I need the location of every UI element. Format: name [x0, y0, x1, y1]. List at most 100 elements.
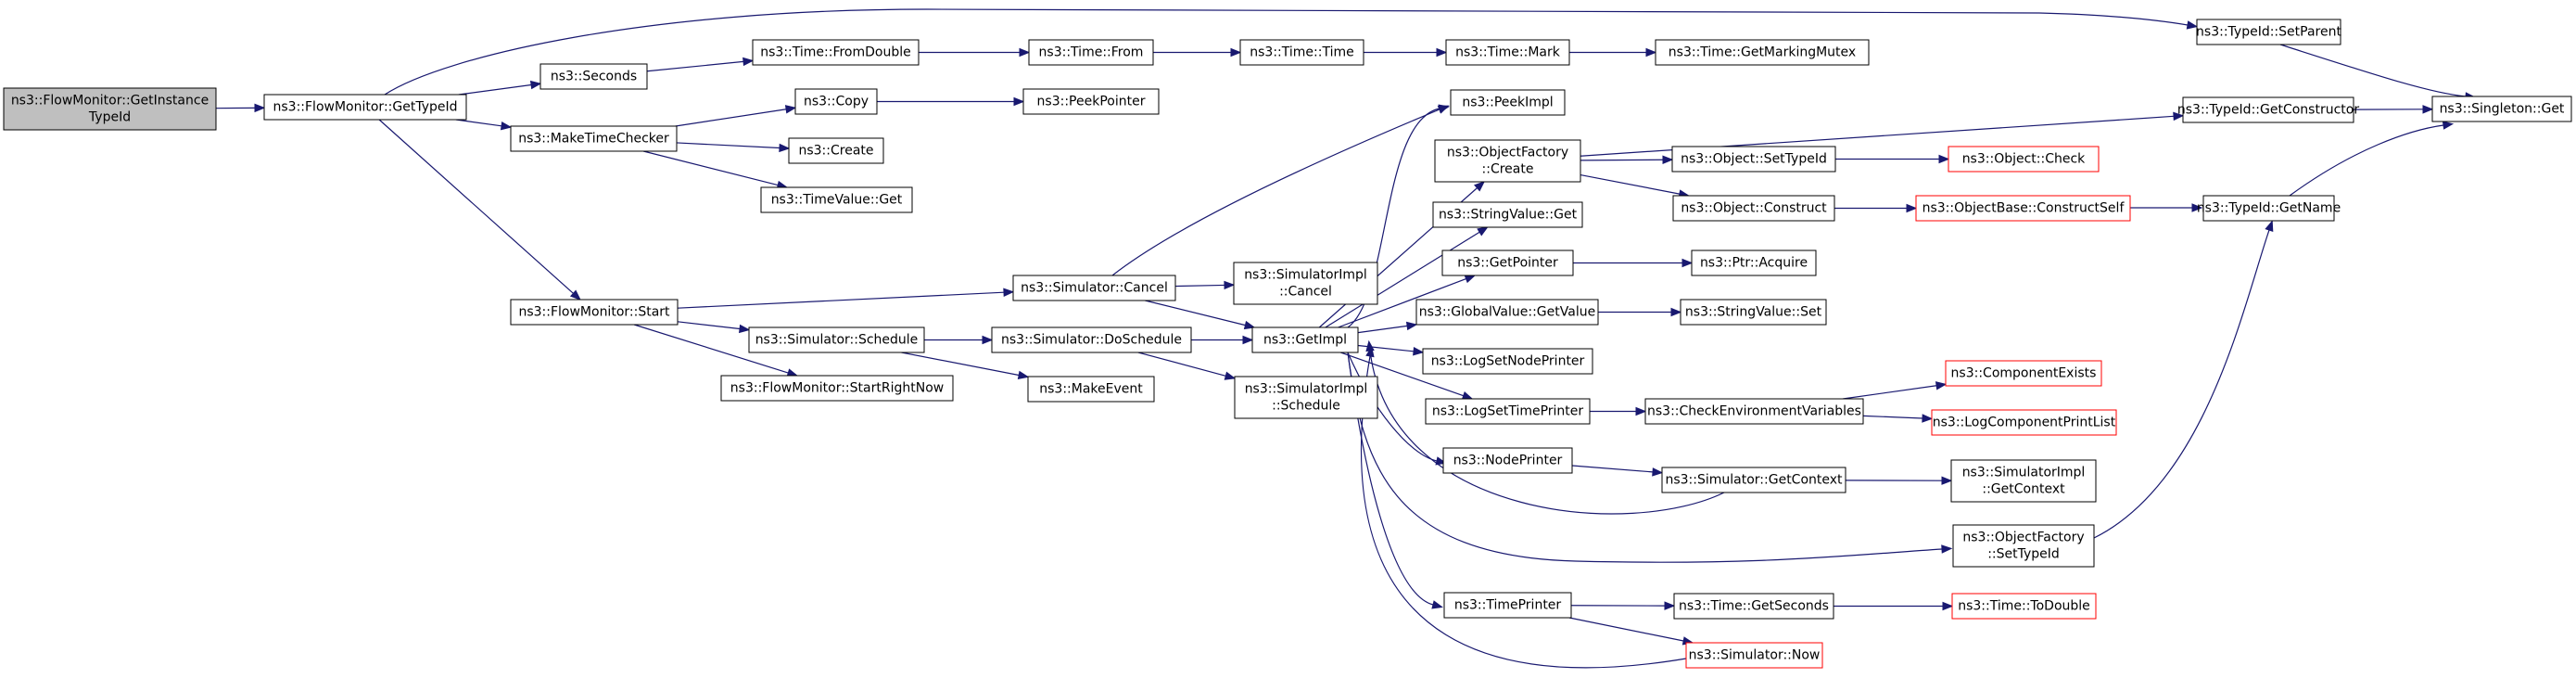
node-label: ns3::CheckEnvironmentVariables [1647, 404, 1861, 419]
node-gettypeid[interactable]: ns3::FlowMonitor::GetTypeId [263, 94, 467, 121]
node-mutex[interactable]: ns3::Time::GetMarkingMutex [1655, 39, 1870, 66]
node-checkenv[interactable]: ns3::CheckEnvironmentVariables [1644, 398, 1864, 425]
node-label: ns3::Object::SetTypeId [1681, 152, 1827, 167]
node-getimpl[interactable]: ns3::GetImpl [1251, 326, 1359, 353]
node-startrightnow[interactable]: ns3::FlowMonitor::StartRightNow [720, 375, 954, 402]
call-edge [901, 352, 1030, 380]
node-logcompprint[interactable]: ns3::LogComponentPrintList [1931, 409, 2117, 436]
node-ofsettypeid[interactable]: ns3::ObjectFactory::SetTypeId [1952, 524, 2095, 568]
node-label: ns3::FlowMonitor::GetTypeId [273, 100, 458, 115]
node-box [1950, 459, 2097, 503]
call-edge [1570, 601, 1676, 610]
node-acquire[interactable]: ns3::Ptr::Acquire [1691, 250, 1817, 276]
node-getpointer[interactable]: ns3::GetPointer [1441, 250, 1574, 276]
node-box [1012, 275, 1176, 301]
node-label: ns3::ComponentExists [1951, 366, 2097, 381]
node-getctor[interactable]: ns3::TypeId::GetConstructor [2177, 96, 2359, 123]
node-box [1441, 250, 1574, 276]
node-simschedule[interactable]: ns3::Simulator::Schedule [748, 326, 925, 353]
node-label: ns3::GetImpl [1263, 333, 1347, 348]
node-svset[interactable]: ns3::StringValue::Set [1680, 299, 1827, 326]
call-edge [1573, 258, 1694, 268]
node-getname[interactable]: ns3::TypeId::GetName [2197, 195, 2341, 222]
node-logsetnode[interactable]: ns3::LogSetNodePrinter [1422, 348, 1593, 375]
node-seconds[interactable]: ns3::Seconds [539, 63, 648, 90]
node-label: ns3::TimePrinter [1454, 598, 1562, 613]
node-box [1233, 262, 1378, 305]
node-logsettime[interactable]: ns3::LogSetTimePrinter [1425, 398, 1591, 425]
node-label: ns3::Time::GetMarkingMutex [1669, 45, 1856, 60]
node-objcheck[interactable]: ns3::Object::Check [1948, 146, 2100, 173]
node-box [1661, 467, 1846, 493]
node-label: ns3::Copy [804, 95, 869, 109]
node-box [510, 299, 679, 326]
node-box [1948, 146, 2100, 173]
node-getseconds[interactable]: ns3::Time::GetSeconds [1673, 593, 1834, 620]
node-label: ns3::Time::From [1039, 45, 1144, 60]
node-label: ns3::Simulator::GetContext [1665, 473, 1843, 488]
call-edge [1843, 381, 1948, 400]
node-label: ns3::Simulator::Cancel [1021, 281, 1168, 296]
node-simimplschedule[interactable]: ns3::SimulatorImpl::Schedule [1234, 376, 1378, 419]
node-from[interactable]: ns3::Time::From [1028, 39, 1154, 66]
node-simcancel[interactable]: ns3::Simulator::Cancel [1012, 275, 1176, 301]
node-create[interactable]: ns3::Create [788, 137, 884, 164]
call-edge [877, 96, 1025, 107]
node-box [1951, 593, 2097, 620]
node-tvget[interactable]: ns3::TimeValue::Get [760, 186, 913, 213]
node-start[interactable]: ns3::FlowMonitor::Start [510, 299, 679, 326]
node-box [748, 326, 925, 353]
node-nodeprinter[interactable]: ns3::NodePrinter [1442, 447, 1573, 474]
node-doschedule[interactable]: ns3::Simulator::DoSchedule [991, 326, 1192, 353]
node-copy[interactable]: ns3::Copy [794, 88, 878, 115]
node-peekimpl[interactable]: ns3::PeekImpl [1450, 89, 1566, 116]
call-edge [1569, 47, 1657, 58]
call-edge [1580, 155, 1674, 164]
call-edge [2289, 121, 2455, 197]
call-edge [646, 57, 755, 72]
node-objsettypeid[interactable]: ns3::Object::SetTypeId [1671, 146, 1836, 173]
node-constructself[interactable]: ns3::ObjectBase::ConstructSelf [1915, 195, 2131, 222]
node-label: ::GetContext [1982, 482, 2065, 497]
node-singleton[interactable]: ns3::Singleton::Get [2431, 96, 2572, 122]
call-edge [675, 105, 797, 127]
node-label: ns3::Time::Mark [1455, 45, 1561, 60]
node-simgetcontext[interactable]: ns3::Simulator::GetContext [1661, 467, 1846, 493]
node-label: ::Create [1482, 162, 1534, 177]
node-gvgetvalue[interactable]: ns3::GlobalValue::GetValue [1415, 299, 1599, 326]
node-label: ns3::TypeId::SetParent [2196, 25, 2341, 40]
node-box [1915, 195, 2131, 222]
call-edge [1834, 203, 1918, 213]
node-stringvalueget[interactable]: ns3::StringValue::Get [1432, 201, 1583, 228]
node-box [1415, 299, 1599, 326]
node-box [1239, 39, 1364, 66]
node-label: ns3::StringValue::Set [1685, 305, 1822, 320]
node-label: ns3::Simulator::DoSchedule [1001, 333, 1182, 348]
node-box [510, 125, 678, 152]
node-label: ns3::Singleton::Get [2440, 102, 2565, 117]
node-makeevent[interactable]: ns3::MakeEvent [1027, 376, 1155, 403]
call-edge [642, 150, 789, 190]
node-simimplcancel[interactable]: ns3::SimulatorImpl::Cancel [1233, 262, 1378, 305]
node-label: ns3::Create [798, 144, 873, 159]
node-label: ns3::FlowMonitor::Start [518, 305, 670, 320]
node-box [2182, 96, 2354, 123]
node-fromdouble[interactable]: ns3::Time::FromDouble [752, 39, 920, 66]
node-peekptr[interactable]: ns3::PeekPointer [1022, 88, 1160, 115]
node-label: ns3::FlowMonitor::GetInstance [11, 94, 209, 109]
node-objconstruct[interactable]: ns3::Object::Construct [1672, 195, 1835, 222]
node-label: ns3::NodePrinter [1453, 454, 1563, 468]
node-box [1251, 326, 1359, 353]
node-setparent[interactable]: ns3::TypeId::SetParent [2196, 19, 2341, 45]
node-compexists[interactable]: ns3::ComponentExists [1945, 360, 2102, 387]
call-edge [677, 321, 751, 334]
node-timetime[interactable]: ns3::Time::Time [1239, 39, 1364, 66]
node-makechecker[interactable]: ns3::MakeTimeChecker [510, 125, 678, 152]
node-mark[interactable]: ns3::Time::Mark [1445, 39, 1570, 66]
node-ofcreate[interactable]: ns3::ObjectFactory::Create [1434, 139, 1581, 183]
node-timeprinter[interactable]: ns3::TimePrinter [1443, 592, 1572, 619]
node-simnow[interactable]: ns3::Simulator::Now [1685, 642, 1823, 669]
node-simimplgetcontext[interactable]: ns3::SimulatorImpl::GetContext [1950, 459, 2097, 503]
node-todouble[interactable]: ns3::Time::ToDouble [1951, 593, 2097, 620]
